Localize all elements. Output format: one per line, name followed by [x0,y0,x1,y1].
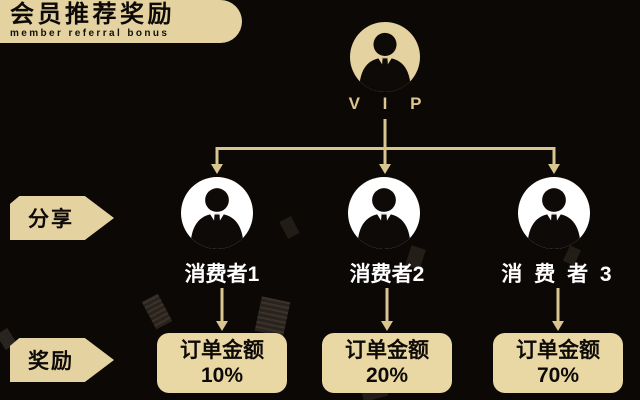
reward-box-2-percent: 20% [365,364,409,387]
vip-label: V I P [348,94,431,113]
person-icon [357,188,411,249]
reward-box-1: 订单金额 10% [157,333,287,393]
person-icon [359,32,411,92]
reward-box-3: 订单金额 70% [493,333,623,393]
header-banner: 会员推荐奖励 member referral bonus [0,0,242,43]
reward-box-1-percent: 10% [200,364,244,387]
reward-box-3-title: 订单金额 [516,339,600,362]
page-title: 会员推荐奖励 [10,1,175,28]
consumer1-avatar [181,177,253,249]
page-subtitle: member referral bonus [10,28,170,39]
consumer3-label: 消 费 者 3 [501,263,615,286]
reward-box-1-title: 订单金额 [180,339,264,362]
consumer3-avatar [518,177,590,249]
reward-box-3-percent: 70% [536,364,580,387]
consumer1-label: 消费者1 [184,263,260,286]
consumer2-avatar [348,177,420,249]
consumer2-label: 消费者2 [349,263,425,286]
person-icon [190,188,244,249]
vip-avatar [350,22,420,92]
reward-box-2-title: 订单金额 [345,339,429,362]
person-icon [527,188,581,249]
reward-box-2: 订单金额 20% [322,333,452,393]
